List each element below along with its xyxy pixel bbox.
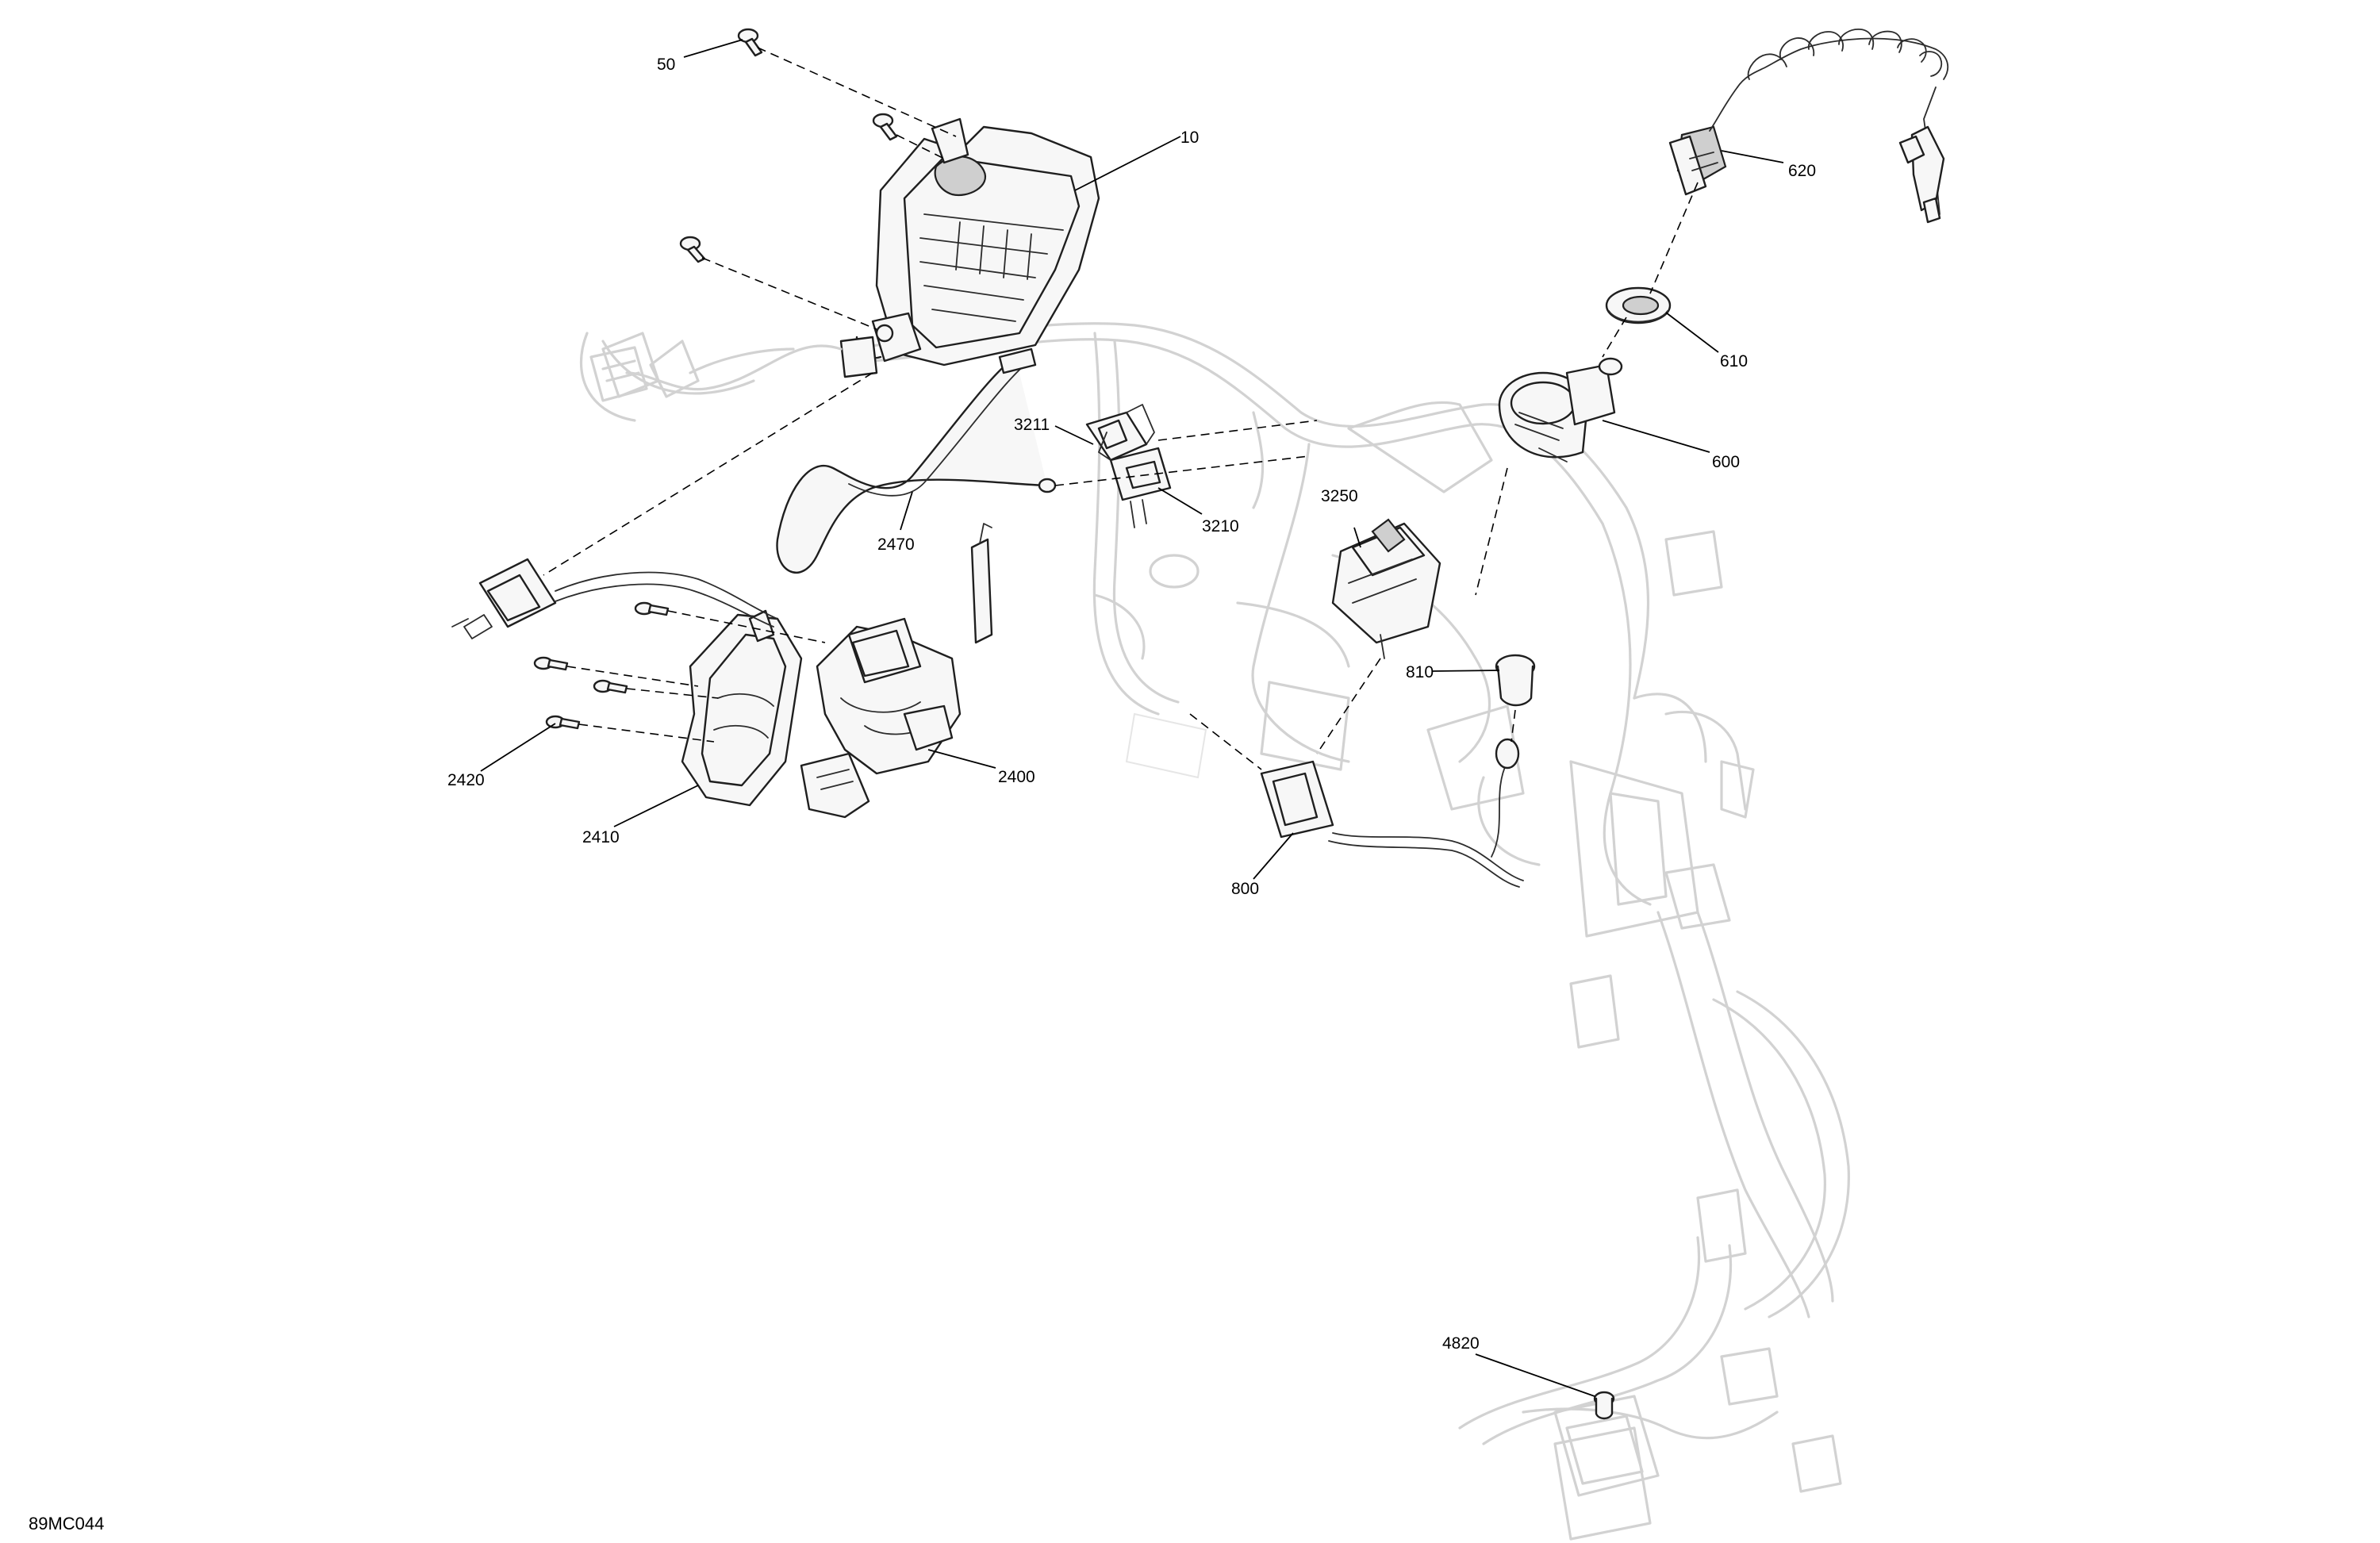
gauge-connector-cable [589, 344, 843, 402]
ring-nut [1605, 286, 1672, 324]
connector-3210 [1098, 432, 1172, 528]
rocker-switch [1331, 518, 1441, 659]
switch-connector-cable [451, 558, 778, 639]
screw-50-top [737, 28, 763, 57]
screw-50-left [679, 236, 706, 263]
callout-620: 620 [1788, 162, 1816, 180]
leader-lines [480, 39, 1784, 1397]
screw-2420-d [545, 715, 581, 730]
key-switch-post [1498, 357, 1623, 463]
diagram-reference-code: 89MC044 [29, 1514, 104, 1533]
callout-610: 610 [1720, 352, 1748, 370]
callout-10: 10 [1180, 129, 1199, 147]
callout-3211: 3211 [1014, 416, 1050, 434]
screw-2420-b [533, 656, 569, 671]
callout-3210: 3210 [1202, 517, 1239, 535]
gauge-cluster [839, 117, 1100, 378]
callout-50: 50 [657, 56, 675, 74]
callout-2470: 2470 [877, 535, 915, 554]
screw-2420-a [634, 601, 670, 616]
throttle-cable [776, 347, 1057, 574]
callout-4820: 4820 [1442, 1334, 1480, 1353]
handlebar-switch-housing [800, 523, 993, 819]
connector-3211 [1085, 404, 1155, 462]
callout-800: 800 [1231, 880, 1259, 898]
screw-2420-c [593, 679, 628, 694]
lower-switch-housing [681, 609, 803, 807]
callout-2400: 2400 [998, 768, 1035, 786]
callout-2420: 2420 [447, 771, 485, 789]
wiring-harness-ghost [579, 322, 1850, 1541]
screw-50-mid [872, 113, 898, 141]
callout-3250: 3250 [1321, 487, 1358, 505]
accessory-harness [1260, 738, 1524, 888]
lanyard-cord [1668, 29, 1949, 224]
callout-810: 810 [1406, 663, 1434, 681]
assembly-lines [543, 47, 1699, 770]
protective-cap [1495, 654, 1536, 707]
callout-labels: 50 10 620 610 600 3211 3210 3250 2470 81… [447, 56, 1816, 1353]
starter-solenoid [1553, 1391, 1660, 1497]
callout-2410: 2410 [582, 828, 620, 846]
callout-600: 600 [1712, 453, 1740, 471]
